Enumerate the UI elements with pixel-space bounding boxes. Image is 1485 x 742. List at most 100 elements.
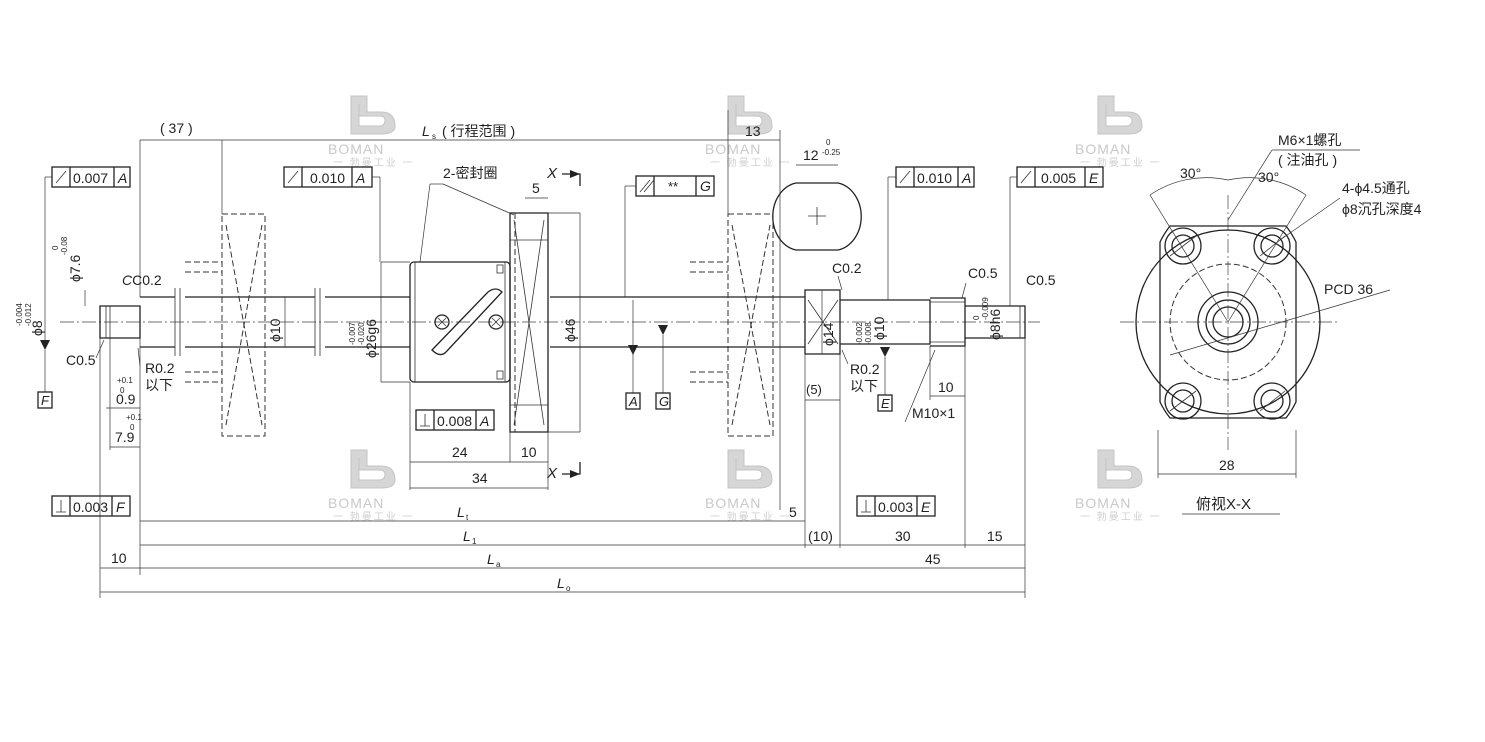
dim-lo: L	[557, 575, 565, 591]
gdt3-value: **	[668, 179, 678, 194]
gdt-frame-1: 0.007 A	[44, 166, 131, 340]
dim-ls-text: ( 行程范围 )	[442, 123, 515, 139]
gdt3-datum: G	[700, 178, 711, 194]
hole-oil-label: ( 注油孔 )	[1278, 152, 1337, 168]
dia-phi46: ϕ46	[562, 318, 578, 342]
section-x-top: X	[546, 165, 558, 182]
dim-l1-sub: 1	[472, 537, 477, 546]
chamfer-labels: CC0.2 C0.5 R0.2 以下 C0.2 C0.5 C0.5 R0.2 以…	[66, 260, 1056, 394]
datum-g: G	[655, 325, 671, 410]
gdt6-value: 0.008	[437, 413, 472, 429]
watermark-logo: BOMAN 一 勃曼工业 一	[1075, 95, 1160, 169]
flange-end-view: 30° 30° M6×1螺孔 ( 注油孔 ) 4-ϕ4.5通孔 ϕ8沉孔深度4 …	[1120, 132, 1422, 515]
watermark-brand: BOMAN	[705, 495, 761, 511]
dim-09: 0.9	[116, 391, 136, 407]
dim-5-paren: (5)	[806, 382, 822, 397]
counterbore-label: ϕ8沉孔深度4	[1342, 201, 1422, 217]
datum-f-label: F	[41, 393, 50, 408]
datum-a-label: A	[628, 394, 638, 409]
watermark-brand: BOMAN	[328, 495, 384, 511]
dim-5: 5	[532, 180, 540, 196]
radius-r02-left: R0.2	[145, 360, 175, 376]
dia-phi8h6: ϕ8h6	[987, 309, 1003, 340]
seal-label: 2-密封圈	[443, 165, 497, 181]
dim-lt-sub: t	[466, 513, 469, 522]
watermarks: BOMAN 一 勃曼工业 一 BOMAN 一 勃曼工业 一 BOMAN 一 勃曼…	[328, 95, 1162, 523]
section-x-bottom: X	[546, 465, 558, 482]
dia-phi10b-tol-u: -0.002	[855, 322, 864, 345]
dia-phi76-tol-l: -0.08	[60, 236, 69, 255]
dia-phi76: ϕ7.6	[67, 254, 83, 282]
watermark-logo: BOMAN 一 勃曼工业 一	[705, 95, 792, 169]
dim-12-tol-lower: -0.25	[822, 148, 841, 157]
hole-m6-label: M6×1螺孔	[1278, 132, 1341, 148]
watermark-brand: BOMAN	[705, 141, 761, 157]
screw-shaft	[99, 288, 1026, 356]
gdt2-datum: A	[355, 170, 365, 186]
dim-45: 45	[925, 551, 941, 567]
gdt-frame-6: 0.008 A	[415, 409, 495, 431]
datum-f: F	[37, 340, 53, 409]
radius-r02-right-note: 以下	[850, 378, 878, 394]
watermark-sub: 一 勃曼工业 一	[710, 510, 792, 523]
gdt7-datum: F	[116, 499, 126, 515]
dim-28: 28	[1219, 457, 1235, 473]
section-markers: X X	[546, 165, 581, 482]
dim-10-left: 10	[111, 550, 127, 566]
dia-phi8-tol-l: -0.012	[24, 303, 33, 326]
dia-phi26-tol-u: -0.007	[348, 322, 357, 345]
watermark-brand: BOMAN	[1075, 141, 1131, 157]
chamfer-c05-right: C0.5	[1026, 272, 1056, 288]
gdt8-value: 0.003	[878, 499, 913, 515]
dim-ls: L	[422, 123, 430, 139]
dia-phi10b-tol-l: -0.008	[864, 322, 873, 345]
gdt1-value: 0.007	[73, 170, 108, 186]
dim-24: 24	[452, 444, 468, 460]
dim-10-flange: 10	[521, 444, 537, 460]
dim-79-tol-l: 0	[130, 423, 135, 432]
dia-phi8-tol-u: -0.004	[15, 303, 24, 326]
dim-lo-sub: o	[566, 584, 571, 593]
watermark-logo: BOMAN 一 勃曼工业 一	[705, 449, 792, 523]
dim-30: 30	[895, 528, 911, 544]
dim-15: 15	[987, 528, 1003, 544]
gdt8-datum: E	[921, 499, 931, 515]
dim-lt: L	[457, 504, 465, 520]
dia-phi8h6-tol-l: -0.009	[981, 297, 990, 320]
gdt5-datum: E	[1089, 170, 1099, 186]
watermark-brand: BOMAN	[1075, 495, 1131, 511]
chamfer-c02-left: CC0.2	[122, 272, 162, 288]
dim-la: L	[487, 551, 495, 567]
holes-label: 4-ϕ4.5通孔	[1342, 180, 1410, 196]
dim-34: 34	[472, 470, 488, 486]
angle-30-right: 30°	[1258, 169, 1279, 185]
dia-phi10b: ϕ10	[871, 316, 887, 340]
nut-dimensions: 24 10 34	[409, 382, 549, 490]
dia-phi76-tol-u: 0	[51, 245, 60, 250]
chamfer-c05-mid: C0.5	[968, 265, 998, 281]
bottom-dimensions: 0.9 +0.1 0 7.9 +0.1 0 L t 5 L 1 (10) 30 …	[99, 338, 1025, 598]
radius-r02-right: R0.2	[850, 361, 880, 377]
phantom-supports	[185, 213, 774, 437]
dim-12: 12	[803, 147, 819, 163]
chamfer-c05-left: C0.5	[66, 352, 96, 368]
watermark-sub: 一 勃曼工业 一	[1080, 510, 1162, 523]
gdt-frame-3: ** G	[624, 175, 715, 297]
gdt-frame-7: 0.003 F	[51, 495, 131, 517]
dim-l1: L	[463, 528, 471, 544]
dim-5-bottom: 5	[789, 504, 797, 520]
watermark-brand: BOMAN	[328, 141, 384, 157]
gdt6-datum: A	[479, 413, 489, 429]
gdt4-value: 0.010	[917, 170, 952, 186]
watermark-logo: BOMAN 一 勃曼工业 一	[1075, 449, 1162, 523]
watermark-sub: 一 勃曼工业 一	[710, 156, 792, 169]
dia-phi8h6-tol-u: 0	[972, 315, 981, 320]
gdt-frame-8: 0.003 E	[856, 495, 936, 517]
dim-79: 7.9	[115, 429, 135, 445]
radius-r02-left-note: 以下	[145, 377, 173, 393]
dim-la-sub: a	[496, 560, 501, 569]
dim-09-tol-l: 0	[120, 386, 125, 395]
dia-phi26-tol-l: -0.020	[357, 322, 366, 345]
dim-10-thread: 10	[938, 379, 954, 395]
